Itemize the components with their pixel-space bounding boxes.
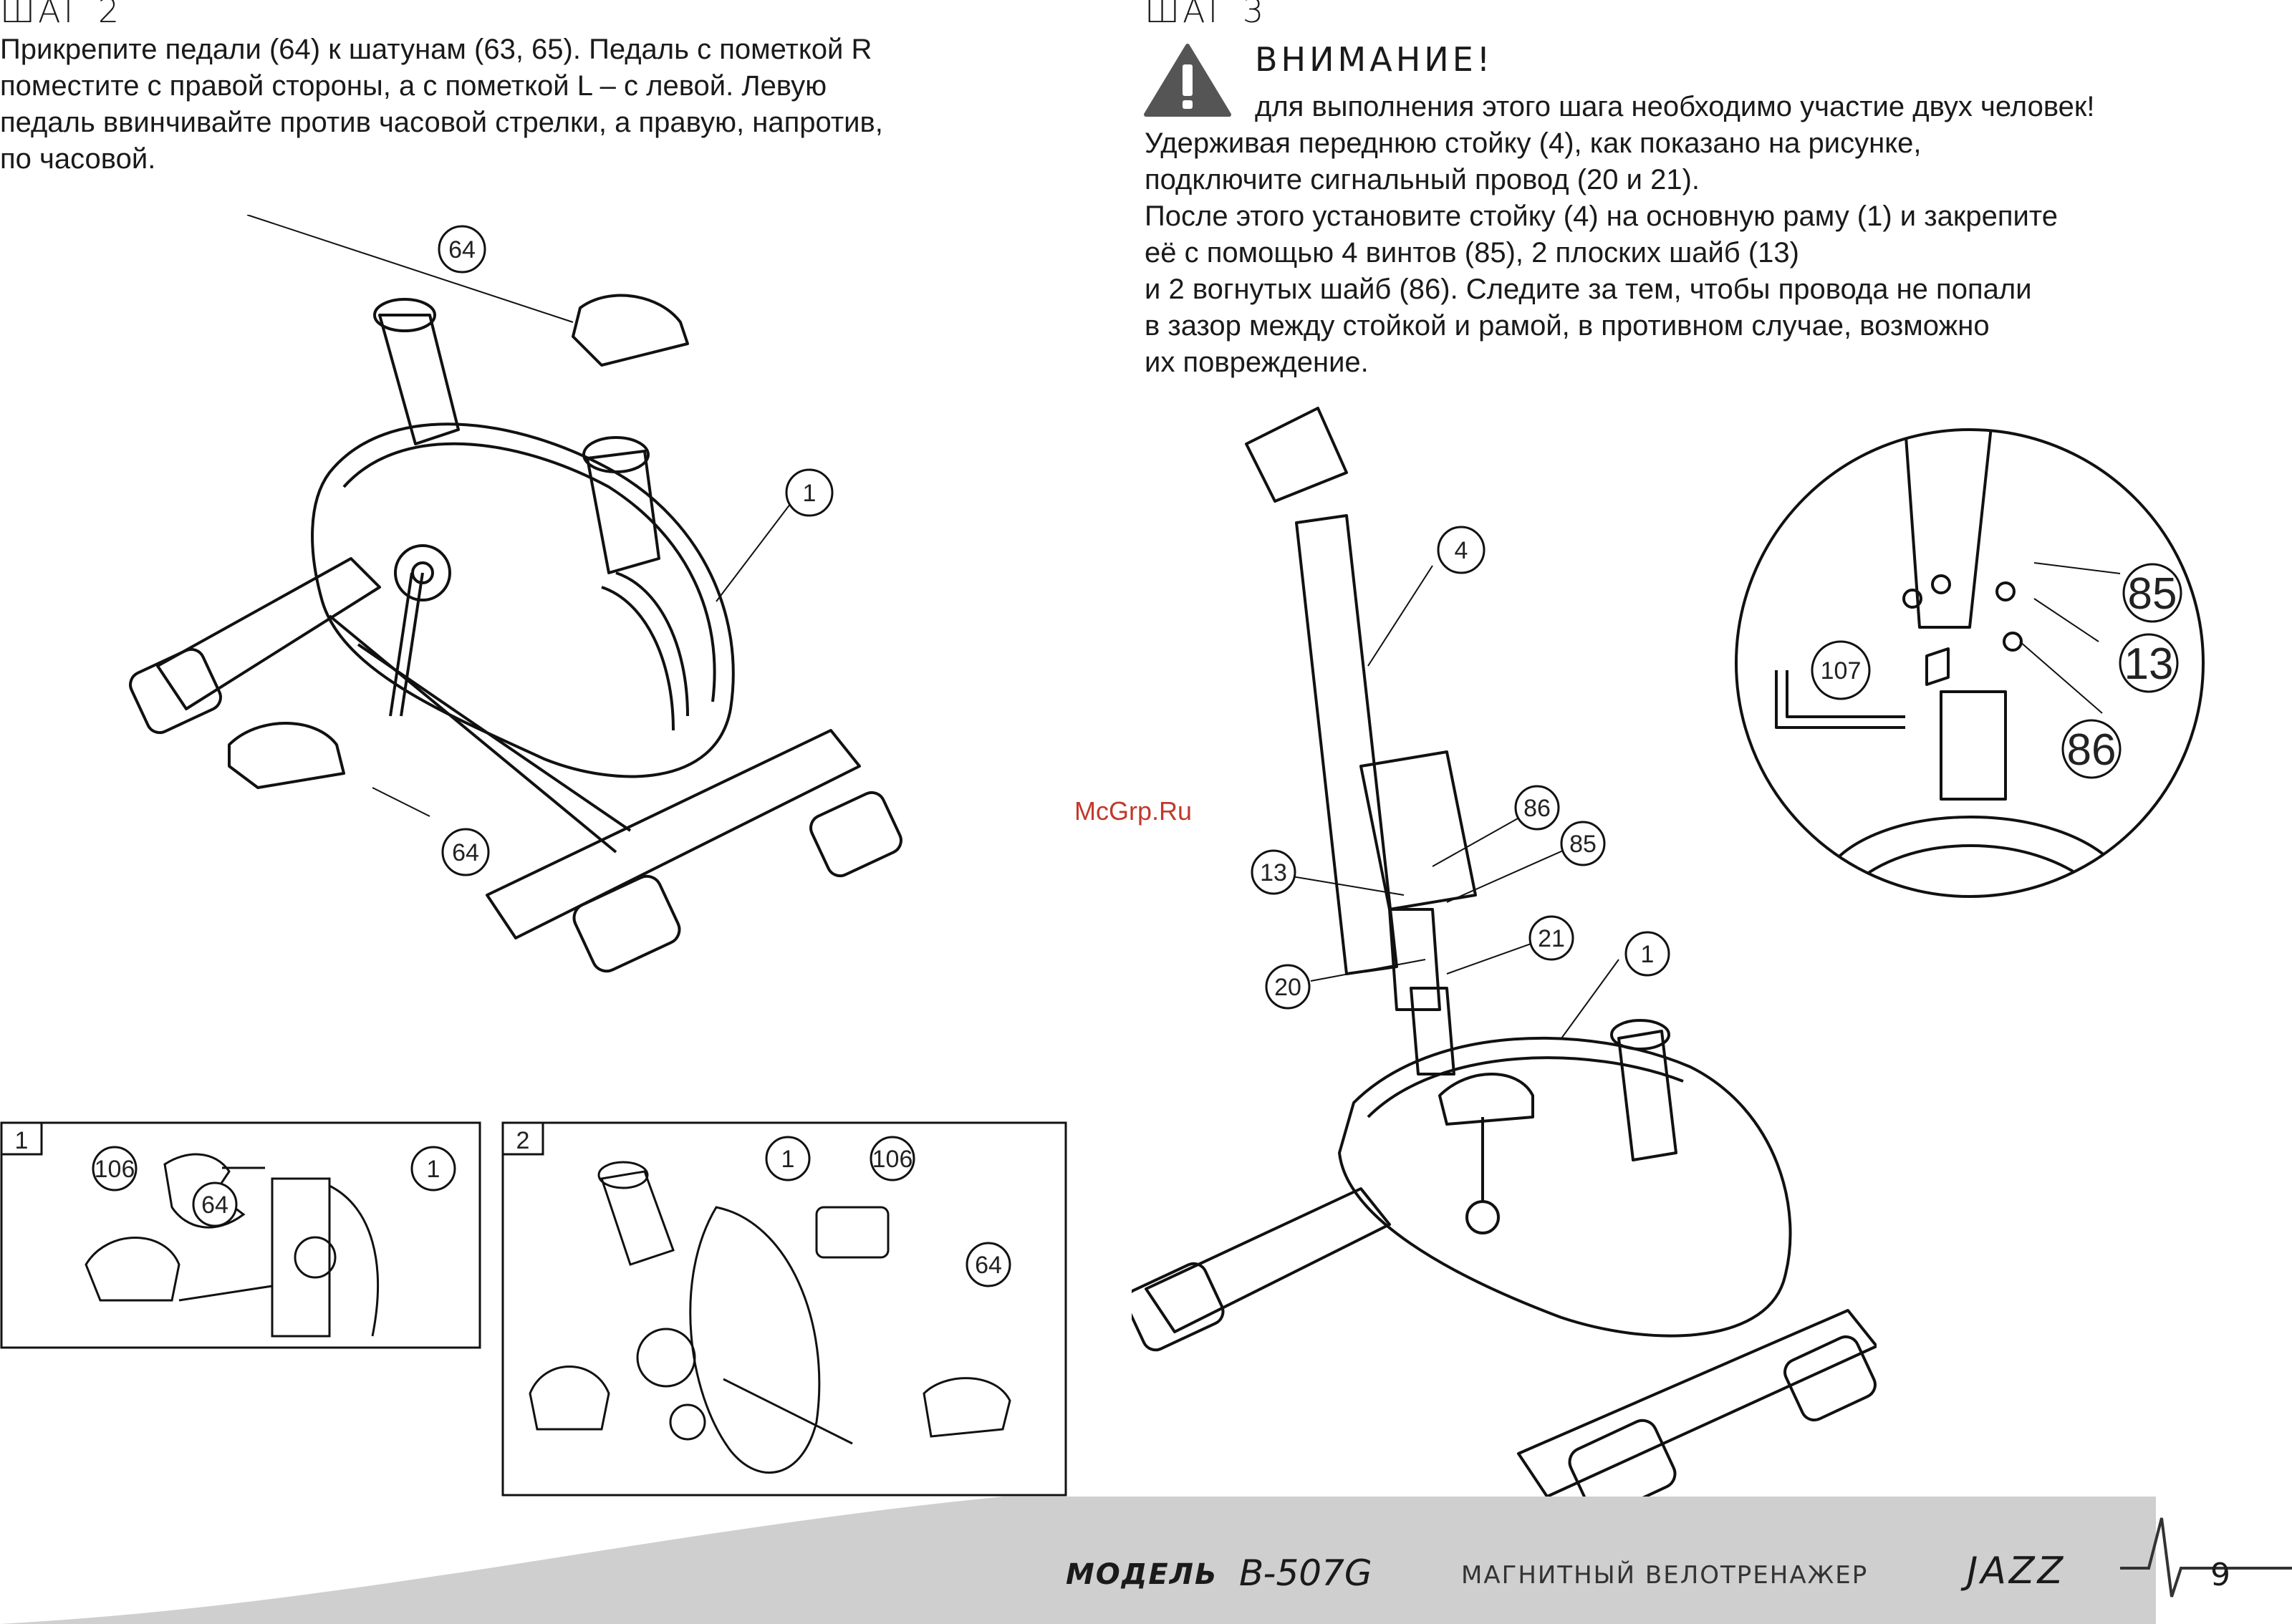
callout-pedal: 64 <box>966 1242 1011 1287</box>
callout-bolt: 85 <box>2122 563 2182 623</box>
callout-label: 64 <box>975 1252 1002 1279</box>
step2-line: Прикрепите педали (64) к шатунам (63, 65… <box>0 34 872 65</box>
callout-label: 86 <box>1523 795 1551 822</box>
step2-line: по часовой. <box>0 143 156 175</box>
step3-detail-view: 85 13 86 107 <box>1735 428 2205 898</box>
callout-label: 21 <box>1538 925 1565 952</box>
callout-label: 106 <box>872 1146 913 1173</box>
callout-label: 13 <box>1260 859 1287 886</box>
step2-inset-2: 2 1 106 64 <box>501 1121 1067 1497</box>
callout-washer-flat: 13 <box>2119 633 2179 693</box>
step2-line: поместите с правой стороны, а с пометкой… <box>0 70 827 102</box>
callout-label: 1 <box>803 480 817 507</box>
callout-label: 1 <box>427 1156 440 1183</box>
warning-title: ВНИМАНИЕ! <box>1255 40 1494 79</box>
callout-frame: 1 <box>1624 931 1670 977</box>
callout-label: 85 <box>2128 569 2177 619</box>
step3-line: Удерживая переднюю стойку (4), как показ… <box>1145 127 1922 159</box>
callout-pedal-top: 64 <box>438 225 486 274</box>
step2-line: педаль ввинчивайте против часовой стрелк… <box>0 107 883 138</box>
callout-bolt: 85 <box>1560 821 1606 866</box>
footer-brand: JAZZ <box>1967 1550 2066 1592</box>
step3-line: и 2 вогнутых шайб (86). Следите за тем, … <box>1145 274 2032 305</box>
callout-label: 1 <box>1641 941 1655 968</box>
callout-washer-concave: 86 <box>2061 719 2122 779</box>
page-number: 9 <box>2210 1557 2230 1593</box>
callout-label: 64 <box>201 1192 228 1219</box>
callout-pedal: 64 <box>192 1181 238 1227</box>
watermark: McGrp.Ru <box>1074 796 1193 826</box>
callout-frame: 1 <box>765 1136 811 1181</box>
callout-wrench: 106 <box>870 1136 915 1181</box>
step3-line: их повреждение. <box>1145 347 1369 378</box>
callout-label: 4 <box>1455 537 1468 564</box>
inset-number: 1 <box>15 1127 29 1154</box>
step2-title: ШАГ 2 <box>0 0 122 30</box>
callout-wire-lower: 20 <box>1265 964 1311 1010</box>
footer-subtitle: МАГНИТНЫЙ ВЕЛОТРЕНАЖЕР <box>1461 1561 1869 1590</box>
callout-washer-concave: 86 <box>1514 785 1560 831</box>
step3-line: её с помощью 4 винтов (85), 2 плоских ша… <box>1145 237 1799 269</box>
callout-label: 64 <box>448 236 476 264</box>
footer-model-number: B-507G <box>1239 1552 1372 1594</box>
step2-bike-illustration: 64 1 64 <box>129 215 902 973</box>
step3-line: для выполнения этого шага необходимо уча… <box>1255 91 2095 122</box>
step2-instructions: Прикрепите педали (64) к шатунам (63, 65… <box>0 32 883 178</box>
callout-wrench: 106 <box>92 1146 138 1192</box>
callout-pedal-bottom: 64 <box>441 828 490 876</box>
callout-wrench: 107 <box>1811 640 1871 700</box>
step3-line: После этого установите стойку (4) на осн… <box>1145 200 2058 232</box>
step3-instructions: для выполнения этого шага необходимо уча… <box>1145 89 2095 381</box>
callout-frame: 1 <box>410 1146 456 1192</box>
inset-number: 2 <box>516 1127 530 1154</box>
step3-line: в зазор между стойкой и рамой, в противн… <box>1145 310 1990 342</box>
warning-triangle-icon <box>1144 44 1231 117</box>
footer-band <box>0 1497 2292 1624</box>
step2-inset-1: 1 106 64 1 <box>0 1121 481 1349</box>
step3-bike-illustration: 4 86 85 13 21 20 1 <box>1132 407 1877 1511</box>
callout-label: 106 <box>95 1156 135 1183</box>
callout-wire-upper: 21 <box>1528 915 1574 961</box>
callout-label: 1 <box>781 1146 795 1173</box>
footer-model-label: МОДЕЛЬ <box>1066 1558 1218 1591</box>
callout-label: 85 <box>1569 831 1597 858</box>
step3-title: ШАГ 3 <box>1145 0 1267 30</box>
callout-label: 107 <box>1821 657 1862 685</box>
callout-label: 64 <box>452 839 479 866</box>
step3-line: подключите сигнальный провод (20 и 21). <box>1145 164 1700 195</box>
callout-washer-flat: 13 <box>1251 849 1296 895</box>
callout-label: 13 <box>2124 639 2174 689</box>
callout-label: 20 <box>1274 974 1301 1001</box>
callout-post: 4 <box>1437 526 1486 574</box>
callout-frame: 1 <box>785 468 834 517</box>
callout-label: 86 <box>2067 725 2117 775</box>
